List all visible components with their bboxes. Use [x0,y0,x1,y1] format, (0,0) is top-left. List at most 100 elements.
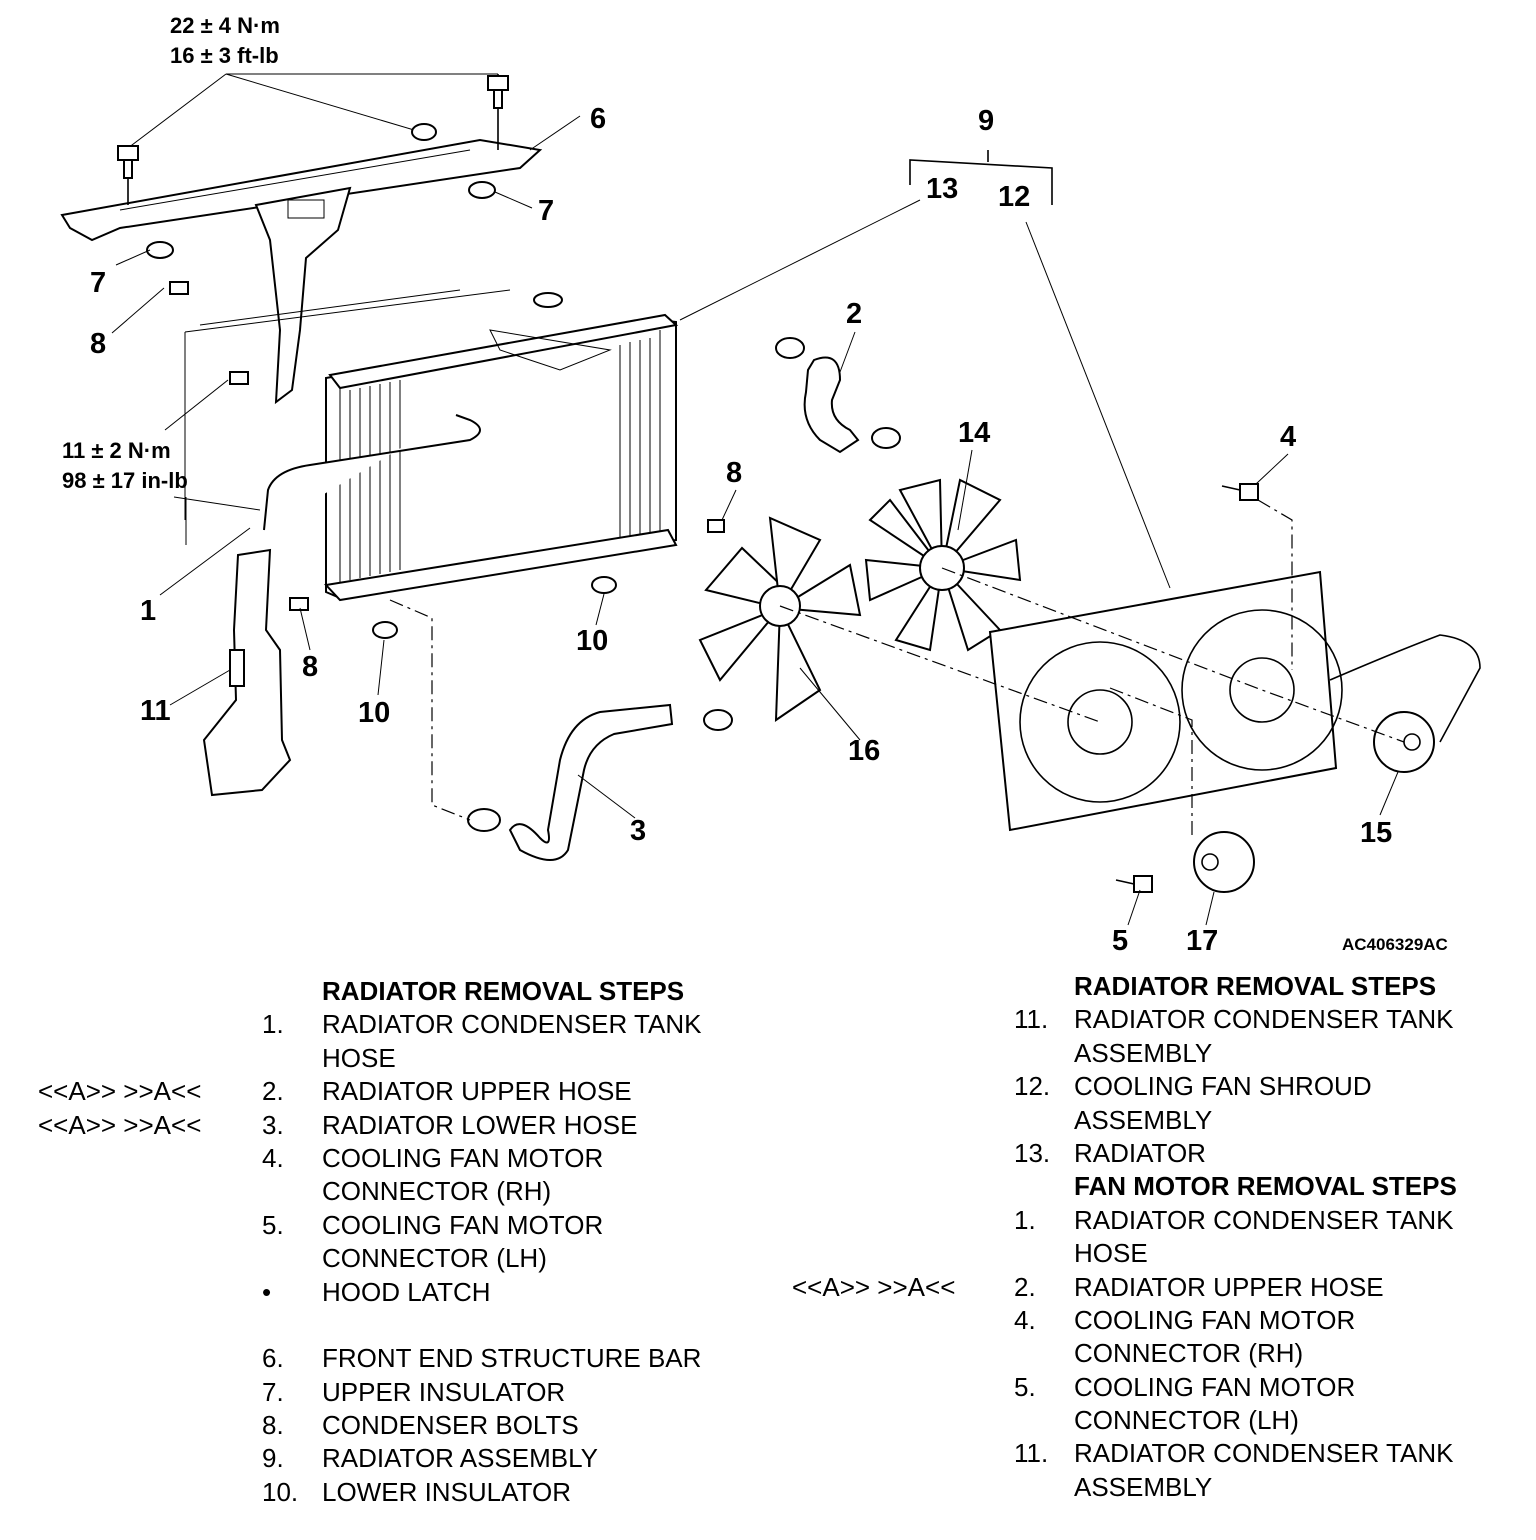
step-text: FRONT END STRUCTURE BAR [322,1343,702,1374]
steps-heading: RADIATOR REMOVAL STEPS [0,970,1536,1003]
fan-motor-lh [1193,831,1255,893]
step-text: RADIATOR CONDENSER TANK [1074,1004,1454,1035]
torque-spec-side-nm: 11 ± 2 N·m [62,438,171,463]
callout-8-upper: 8 [90,328,106,360]
step-text: RADIATOR CONDENSER TANK [1074,1438,1454,1469]
step-item: 11. RADIATOR CONDENSER TANK [0,1003,1536,1036]
step-text: RADIATOR ASSEMBLY [322,1443,598,1474]
fan-motor-rh [1329,634,1481,773]
dash-motor17 [1109,687,1193,835]
radiator-upper-hose [775,337,901,454]
step-item: 5.COOLING FAN MOTOR [0,1371,1536,1404]
callout-15: 15 [1360,817,1392,849]
steps-heading: RADIATOR REMOVAL STEPS [0,975,760,1008]
step-marker: <<A>> >>A<< [38,1109,202,1140]
lower-insulator-right [591,576,617,594]
step-item: 9. RADIATOR ASSEMBLY [0,1442,760,1475]
radiator-cap-area [489,329,612,371]
cooling-fan-lh [698,516,862,722]
upper-insulator-left [146,241,174,259]
step-number: 2. [262,1076,284,1107]
radiator-removal-steps-right: RADIATOR REMOVAL STEPS 11. RADIATOR CONDEN… [0,970,1536,1504]
step-text: RADIATOR CONDENSER TANK [1074,1204,1454,1235]
step-item: <<A>> >>A<<2.RADIATOR UPPER HOSE [0,1075,760,1108]
condenser-bolt-upper [169,281,189,295]
steps-heading-text: RADIATOR REMOVAL STEPS [1074,971,1437,1001]
step-item: <<A>> >>A<<2.RADIATOR UPPER HOSE [0,1271,1536,1304]
dash-fan16 [779,605,1101,723]
dash-lower-hose [389,599,471,821]
step-text: ASSEMBLY [1074,1037,1213,1068]
dash-fan14 [941,567,1405,743]
cooling-fan-shroud [988,570,1343,832]
step-text: UPPER INSULATOR [322,1376,566,1407]
callout-7-left: 7 [90,267,106,299]
radiator-lower-hose [467,703,733,861]
step-number: 9. [262,1443,284,1474]
callout-5: 5 [1112,925,1128,957]
bolt-top-left [117,145,139,179]
step-item: CONNECTOR (RH) [0,1337,1536,1370]
step-number: 10. [262,1476,299,1507]
step-item: 6. FRONT END STRUCTURE BAR [0,1342,760,1375]
step-item: ASSEMBLY [0,1471,1536,1504]
torque-leader-top [127,73,498,149]
bolt-top-middle [411,123,437,141]
step-item: 8.CONDENSER BOLTS [0,1409,760,1442]
radiator [323,292,679,602]
step-number: 1. [262,1009,284,1040]
exploded-view-diagram: 22 ± 4 N·m 16 ± 3 ft-lb [60,13,1481,957]
step-item: CONNECTOR (LH) [0,1404,1536,1437]
step-text: HOOD LATCH [322,1276,491,1307]
step-item: 1. RADIATOR CONDENSER TANK [0,1204,1536,1237]
step-item: CONNECTOR (RH) [0,1175,760,1208]
step-number: 4. [262,1142,284,1173]
step-text: HOSE [322,1042,396,1073]
step-text: CONDENSER BOLTS [322,1410,579,1441]
step-number: 2. [1014,1271,1036,1302]
callout-10-right: 10 [576,625,608,657]
step-number: 5. [1014,1371,1036,1402]
step-text: CONNECTOR (LH) [1074,1405,1299,1436]
step-item: 13.RADIATOR [0,1137,1536,1170]
steps-heading-text: FAN MOTOR REMOVAL STEPS [1074,1171,1457,1202]
step-text: HOSE [1074,1238,1148,1269]
condenser-bolt-right [707,519,725,533]
step-item: ASSEMBLY [0,1104,1536,1137]
step-text: COOLING FAN MOTOR [322,1142,604,1173]
callout-3: 3 [630,815,646,847]
fan-motor-connector-rh [1221,483,1259,501]
callout-9: 9 [978,105,994,137]
callout-7-right: 7 [538,195,554,227]
step-item: 1.RADIATOR CONDENSER TANK [0,1008,760,1041]
steps-heading-text: RADIATOR REMOVAL STEPS [322,976,685,1006]
step-number: 4. [1014,1304,1036,1335]
step-item: 7.UPPER INSULATOR [0,1376,760,1409]
condenser-tank-reservoir [202,548,292,797]
step-number: 1. [1014,1204,1036,1235]
step-item: HOSE [0,1237,1536,1270]
step-marker: <<A>> >>A<< [38,1076,202,1107]
front-end-structure-bar [60,74,543,405]
step-item: 5.COOLING FAN MOTOR [0,1209,760,1242]
step-item: <<A>> >>A<< 3. RADIATOR LOWER HOSE [0,1109,760,1142]
torque-spec-side-inlb: 98 ± 17 in-lb [62,468,188,493]
step-item: CONNECTOR (LH) [0,1242,760,1275]
lower-insulator-left [372,621,398,639]
callout-6: 6 [590,103,606,135]
bolt-top-right [487,75,509,109]
callout-14: 14 [958,417,990,449]
step-item: 4. COOLING FAN MOTOR [0,1142,760,1175]
callout-4: 4 [1280,421,1296,453]
callout-10-left: 10 [358,697,390,729]
step-text: CONNECTOR (LH) [322,1243,547,1274]
step-item: 4.COOLING FAN MOTOR [0,1304,1536,1337]
step-text: RADIATOR [1074,1137,1206,1168]
callout-2: 2 [846,298,862,330]
step-text: RADIATOR LOWER HOSE [322,1109,638,1140]
step-text: CONNECTOR (RH) [322,1176,552,1207]
step-number: 6. [262,1343,284,1374]
step-number: 11. [1014,1004,1049,1035]
callout-11: 11 [140,695,171,727]
step-number: 3. [262,1109,284,1140]
